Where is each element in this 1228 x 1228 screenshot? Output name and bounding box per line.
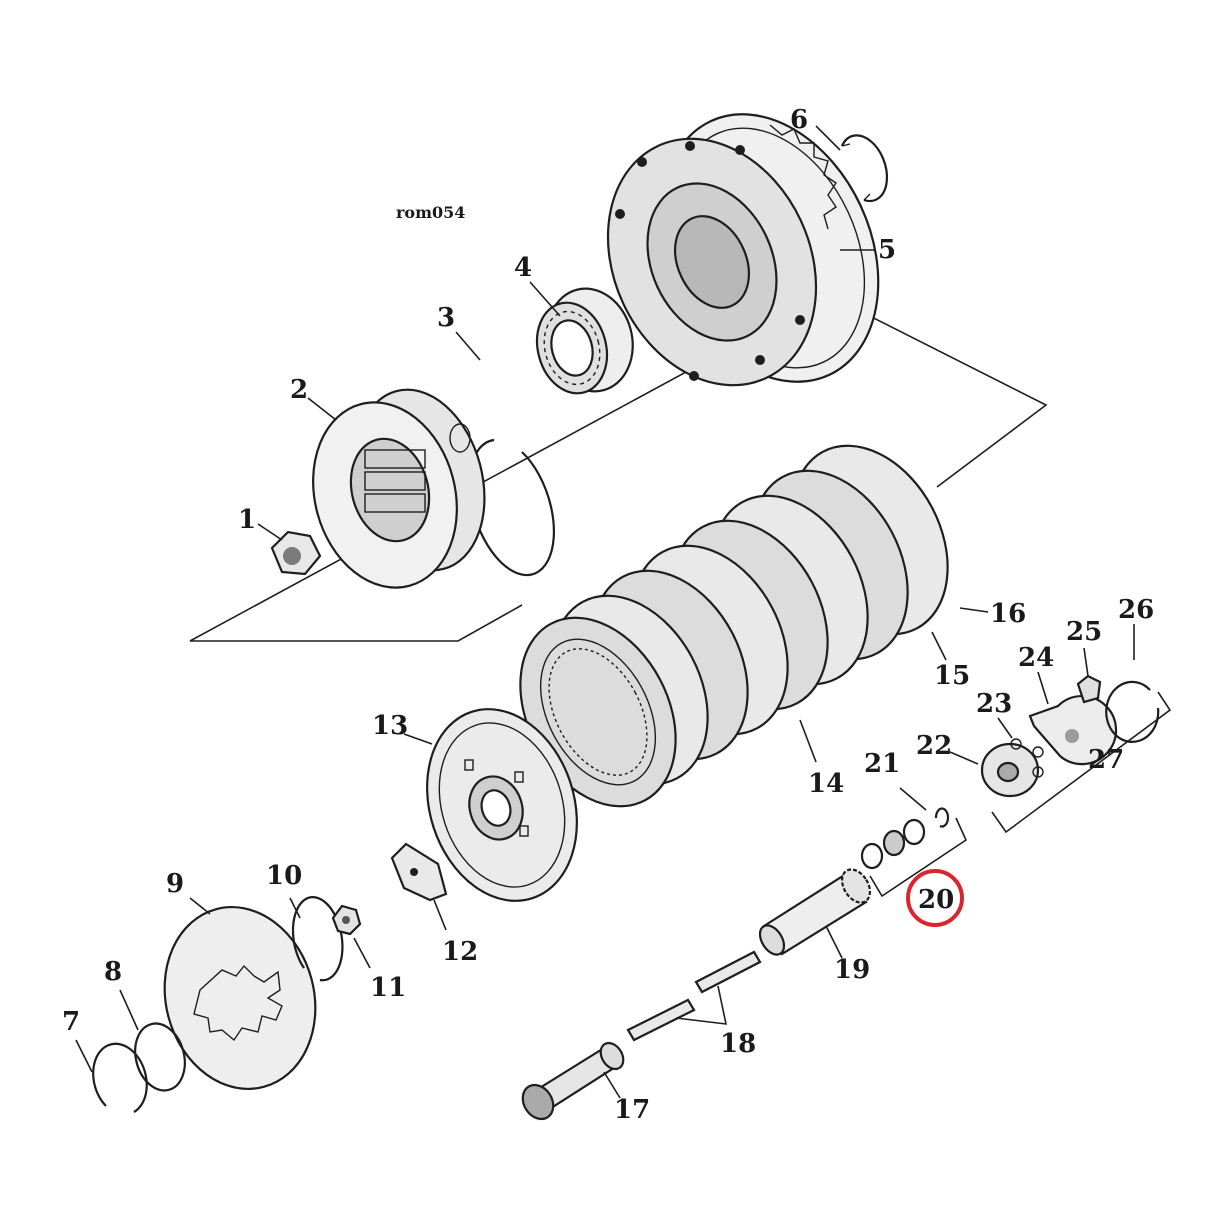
- callout-16: 16: [990, 599, 1026, 629]
- callout-1: 1: [238, 505, 256, 535]
- ring-8: [134, 1022, 186, 1092]
- bracket-20: [869, 817, 968, 898]
- clutch-shell: [606, 113, 880, 387]
- callout-13: 13: [372, 711, 408, 741]
- callout-3: 3: [437, 303, 455, 333]
- pressure-plate: [426, 708, 578, 902]
- release-tube: [758, 868, 872, 956]
- callout-6: 6: [790, 105, 808, 135]
- callout-25: 25: [1066, 617, 1102, 647]
- coupling: [1076, 674, 1102, 704]
- callout-19: 19: [834, 955, 870, 985]
- callout-8: 8: [104, 957, 122, 987]
- adjuster-nut: [331, 904, 362, 936]
- callout-4: 4: [514, 253, 532, 283]
- highlight-ring: [906, 869, 964, 927]
- callout-17: 17: [614, 1095, 650, 1125]
- reference-code: rom054: [396, 203, 465, 222]
- ramp-balls: [1010, 738, 1044, 778]
- callout-12: 12: [442, 937, 478, 967]
- callout-27: 27: [1088, 745, 1124, 775]
- callout-18: 18: [720, 1029, 756, 1059]
- clutch-hub: [312, 388, 486, 589]
- callout-10: 10: [266, 861, 302, 891]
- push-rods: [626, 950, 762, 1042]
- retaining-ring-26: [1105, 680, 1160, 743]
- callout-20: 20: [918, 885, 954, 915]
- callout-11: 11: [370, 973, 406, 1003]
- callout-21: 21: [864, 749, 900, 779]
- callout-labels: 6 5 4 3 2 1 16 15 14 13 12 9 10 11 8 7 1…: [62, 105, 1154, 1125]
- spring-plate: [163, 905, 317, 1091]
- callout-15: 15: [934, 661, 970, 691]
- adjusting-screw: [521, 1041, 625, 1121]
- outer-ramp: [1028, 695, 1118, 766]
- lock-plate: [390, 842, 448, 902]
- throwout-bearing-set: [860, 807, 950, 870]
- callout-5: 5: [878, 235, 896, 265]
- retaining-ring-6: [840, 134, 889, 203]
- callout-26: 26: [1118, 595, 1154, 625]
- bracket-27: [991, 691, 1172, 834]
- callout-14: 14: [808, 769, 844, 799]
- callout-22: 22: [916, 731, 952, 761]
- callout-23: 23: [976, 689, 1012, 719]
- bearing: [535, 287, 634, 395]
- clutch-plate-stack: [519, 444, 949, 808]
- callout-2: 2: [290, 375, 308, 405]
- leader-lines: [75, 125, 1135, 1099]
- snap-ring-10: [291, 896, 344, 982]
- clutch-pack-bracket: [189, 294, 1048, 642]
- inner-ramp: [980, 742, 1040, 798]
- callout-9: 9: [166, 869, 184, 899]
- callout-7: 7: [62, 1007, 80, 1037]
- callout-24: 24: [1018, 643, 1054, 673]
- hub-nut: [270, 530, 322, 576]
- snap-ring-7: [92, 1042, 148, 1113]
